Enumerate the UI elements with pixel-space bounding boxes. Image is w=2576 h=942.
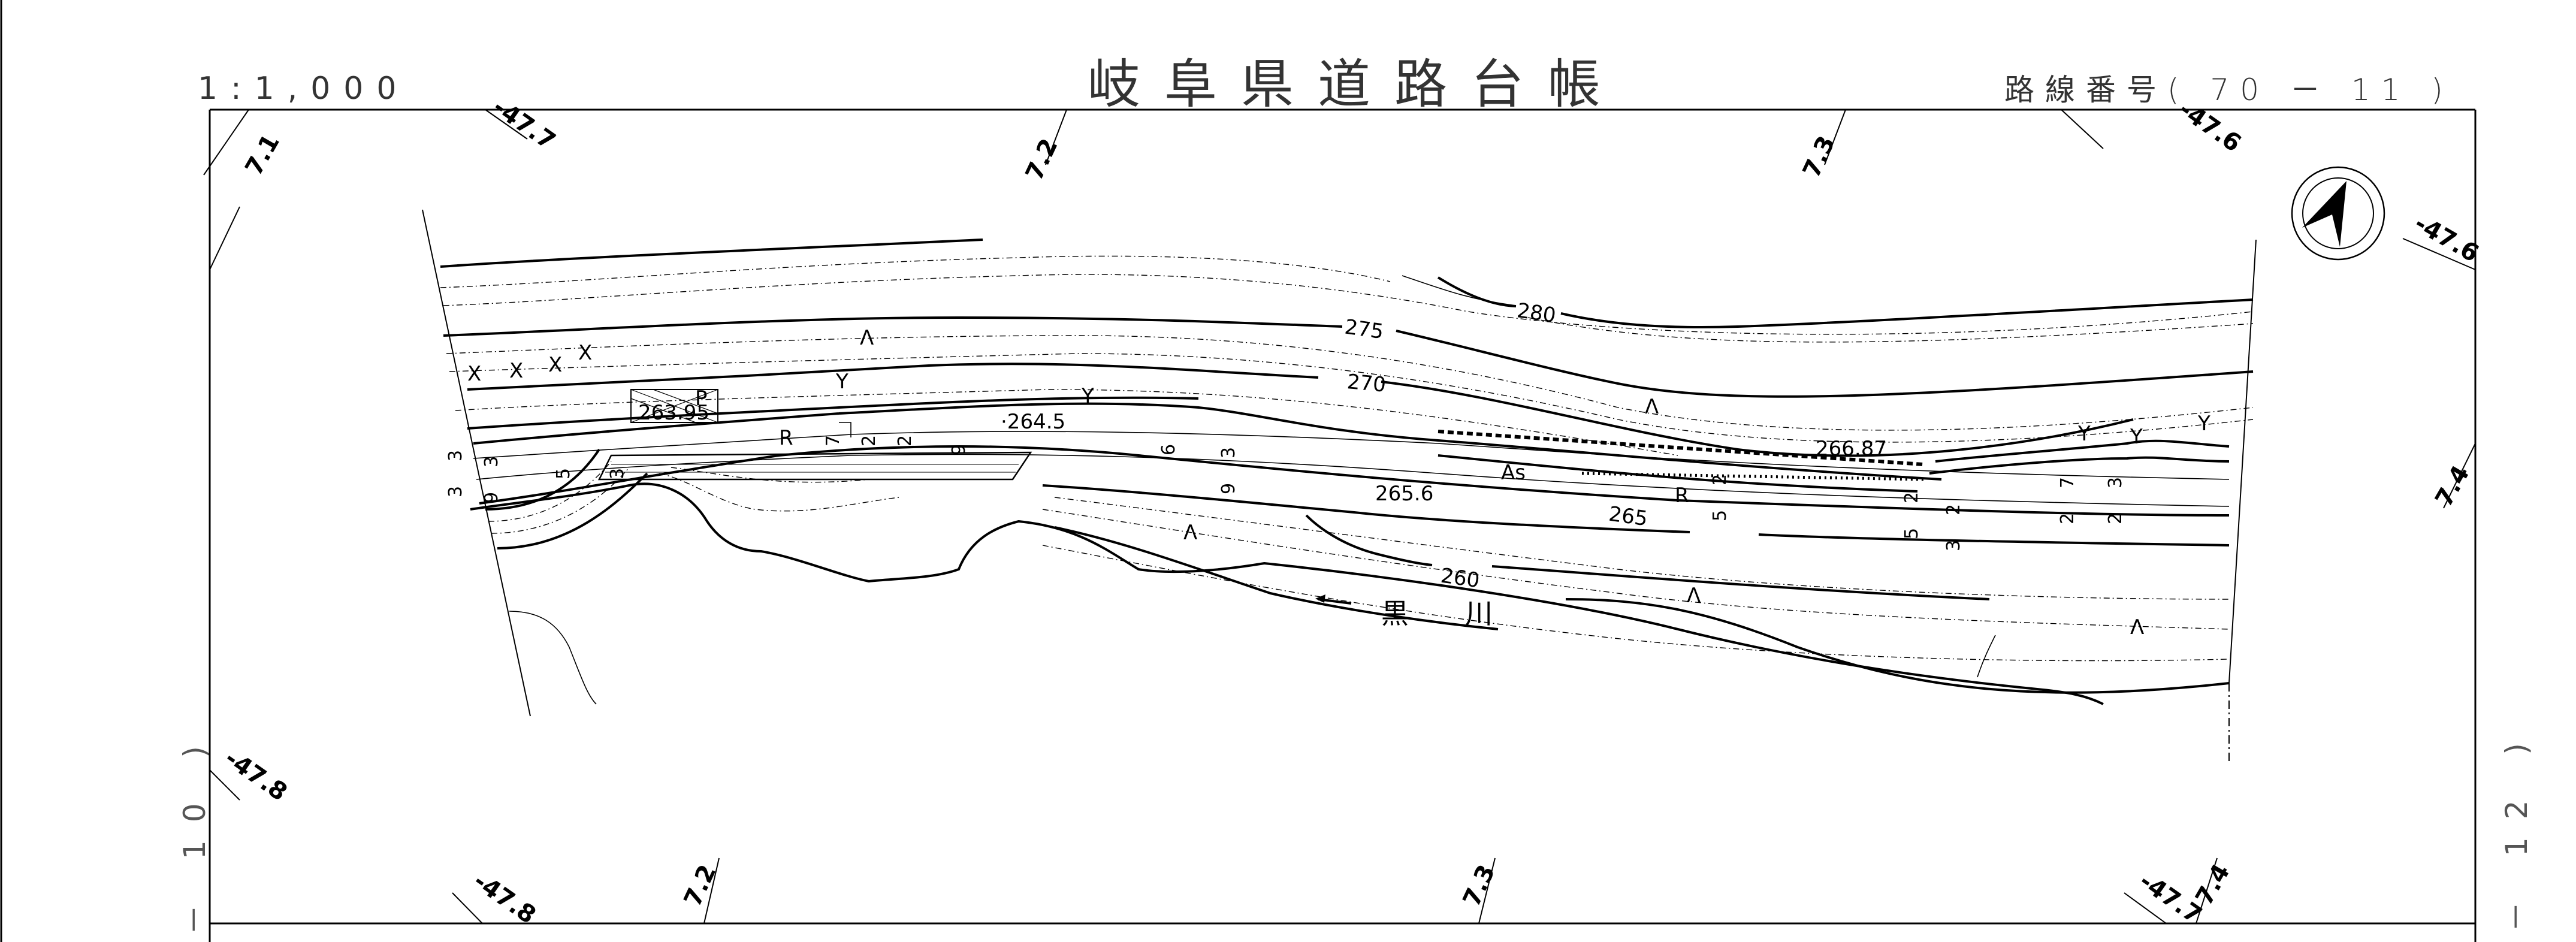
contour-label-280: 280 bbox=[1515, 298, 1557, 328]
grid-label: 7.2 bbox=[679, 861, 722, 911]
width-dimension: 9 bbox=[949, 444, 970, 455]
route-number-label: 路線番号 bbox=[2004, 73, 2167, 107]
width-dimension: 5 bbox=[1901, 528, 1922, 539]
grid-label: -47.7 bbox=[488, 93, 560, 155]
river: 黒 川 bbox=[1315, 594, 1507, 630]
width-dimension: 7 bbox=[823, 435, 844, 446]
symbol-orchard: Y bbox=[2197, 412, 2210, 436]
width-dimension: 2 bbox=[859, 435, 880, 446]
width-dimension: 2 bbox=[1943, 504, 1964, 515]
width-dimension: 6 bbox=[1158, 444, 1179, 455]
width-dimension: 2 bbox=[1901, 492, 1922, 503]
width-dimension: 9 bbox=[481, 492, 502, 503]
grid-ticks bbox=[203, 109, 2476, 924]
symbol-wasteland: Λ bbox=[860, 326, 874, 350]
grid-label: 7.1 bbox=[240, 129, 285, 180]
symbol-wasteland: Λ bbox=[1183, 521, 1197, 545]
route-number-open: ( bbox=[2167, 73, 2190, 107]
grid-label: -47.8 bbox=[220, 744, 292, 807]
grid-label: -47.6 bbox=[2174, 95, 2246, 158]
road-mark: P bbox=[695, 387, 708, 410]
width-dimension: 2 bbox=[2105, 513, 2126, 524]
width-dimension: 3 bbox=[481, 456, 502, 467]
road-mark: R bbox=[779, 426, 793, 450]
width-dimensions: 3 3 3 9 5 3 7 2 2 9 6 3 9 2 5 2 5 2 7 2 3 2 3 bbox=[445, 435, 2126, 551]
width-dimension: 3 bbox=[607, 468, 628, 479]
width-dimension: 3 bbox=[1943, 540, 1964, 551]
route-number: 路線番号( 70 － 11 ) bbox=[2004, 66, 2454, 109]
contour-label-265: 265 bbox=[1607, 502, 1649, 532]
map-scale: 1:1,000 bbox=[198, 71, 410, 107]
width-dimension: 5 bbox=[1710, 510, 1731, 521]
width-dimension: 2 bbox=[2057, 513, 2078, 524]
symbol-orchard: Y bbox=[2130, 425, 2143, 449]
land-use-symbols: Λ Λ Λ Λ Λ Y Y Y Y Y X X X X bbox=[467, 326, 2210, 639]
grid-label: 7.4 bbox=[2430, 461, 2475, 511]
width-dimension: 3 bbox=[445, 486, 466, 497]
width-dimension: 7 bbox=[2057, 477, 2078, 488]
contour-lines bbox=[440, 238, 2254, 705]
width-dimension: 2 bbox=[895, 435, 916, 446]
road-corridor bbox=[467, 389, 2230, 517]
width-dimension: 5 bbox=[553, 468, 574, 479]
grid-label: 7.3 bbox=[1458, 861, 1501, 911]
symbol-wasteland: Λ bbox=[1645, 395, 1659, 419]
grid-label: 7.2 bbox=[1020, 134, 1064, 185]
symbol-field: X bbox=[509, 359, 523, 383]
symbol-wasteland: Λ bbox=[2130, 615, 2144, 639]
elevation-label: ·264.5 bbox=[1001, 410, 1065, 434]
flow-arrow-head-icon bbox=[1315, 594, 1325, 603]
width-dimension: 3 bbox=[445, 450, 466, 461]
symbol-field: X bbox=[578, 341, 592, 365]
symbol-orchard: Y bbox=[2077, 422, 2091, 446]
symbol-orchard: Y bbox=[835, 370, 848, 394]
map-boundary bbox=[209, 206, 2257, 761]
elevation-label: 263.95 bbox=[638, 401, 709, 425]
contour-label-275: 275 bbox=[1343, 315, 1385, 345]
width-dimension: 3 bbox=[2105, 477, 2126, 488]
grid-label: -47.6 bbox=[2410, 209, 2484, 267]
route-number-close: ) bbox=[2431, 73, 2454, 107]
symbol-field: X bbox=[548, 353, 562, 377]
contour-label-270: 270 bbox=[1346, 370, 1387, 397]
elevation-label: 266.87 bbox=[1816, 437, 1887, 461]
page-title: 岐阜県道路台帳 bbox=[1088, 53, 1625, 115]
contour-labels: 280 275 270 265 260 bbox=[1343, 298, 1650, 593]
width-dimension: 3 bbox=[1218, 447, 1239, 458]
north-arrow-icon bbox=[2291, 166, 2385, 261]
route-number-value: 70 － 11 bbox=[2210, 73, 2411, 107]
symbol-field: X bbox=[467, 362, 481, 386]
elevation-label: 265.6 bbox=[1375, 482, 1433, 506]
river-name: 黒 川 bbox=[1381, 597, 1507, 630]
surface-label: As bbox=[1501, 461, 1526, 485]
width-dimension: 9 bbox=[1218, 483, 1239, 494]
symbol-wasteland: Λ bbox=[1687, 584, 1701, 608]
symbol-orchard: Y bbox=[1081, 384, 1094, 408]
width-dimension: 2 bbox=[1710, 474, 1731, 485]
elevation-labels: 263.95 ·264.5 265.6 266.87 As R R P bbox=[638, 387, 1887, 508]
road-mark: R bbox=[1675, 484, 1689, 508]
contour-label-260: 260 bbox=[1439, 564, 1481, 593]
sheet-frame bbox=[209, 108, 2477, 942]
